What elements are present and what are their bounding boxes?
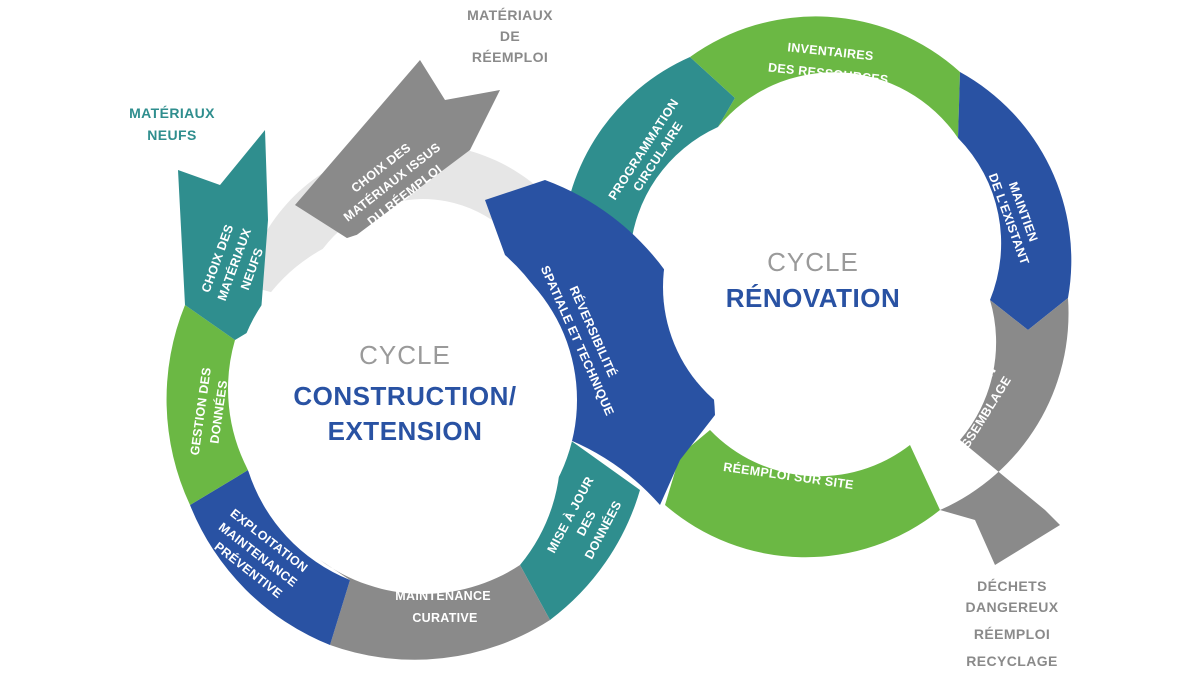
segment-programmation-circulaire <box>562 57 735 254</box>
left-cycle-title: CYCLE CONSTRUCTION/ EXTENSION <box>293 340 516 446</box>
materiaux-reemploi-line2: DE <box>500 28 520 44</box>
right-cycle <box>562 16 1072 565</box>
output-dangereux: DANGEREUX <box>965 599 1058 615</box>
segment-maintien-existant <box>958 72 1072 330</box>
label-outputs: DÉCHETS DANGEREUX RÉEMPLOI RECYCLAGE <box>965 578 1058 669</box>
materiaux-reemploi-line3: RÉEMPLOI <box>472 49 548 65</box>
output-reemploi: RÉEMPLOI <box>974 626 1050 642</box>
left-cycle-title-line1: CONSTRUCTION/ <box>293 381 516 411</box>
right-cycle-center <box>663 137 963 437</box>
segment-reemploi-sur-site <box>665 430 940 558</box>
segment-choix-materiaux-neufs <box>178 130 268 340</box>
output-recyclage: RECYCLAGE <box>966 653 1058 669</box>
segment-gestion-donnees <box>166 305 248 505</box>
right-cycle-title-text: RÉNOVATION <box>726 283 900 313</box>
segment-reversibilite <box>485 180 715 505</box>
label-materiaux-reemploi: MATÉRIAUX DE RÉEMPLOI <box>467 7 553 65</box>
label-materiaux-neufs: MATÉRIAUX NEUFS <box>129 105 215 143</box>
segment-mise-a-jour-donnees <box>520 440 640 620</box>
right-cycle-title: CYCLE RÉNOVATION <box>726 247 900 313</box>
segment-inventaires <box>690 16 960 138</box>
segment-exploitation-preventive <box>190 470 350 645</box>
left-cycle-title-line2: EXTENSION <box>328 416 483 446</box>
materiaux-reemploi-line1: MATÉRIAUX <box>467 7 553 23</box>
left-cycle-center <box>233 228 577 572</box>
left-cycle <box>166 60 715 660</box>
output-dechets: DÉCHETS <box>977 578 1047 594</box>
right-cycle-kicker: CYCLE <box>767 247 859 277</box>
materiaux-neufs-line2: NEUFS <box>147 127 196 143</box>
materiaux-neufs-line1: MATÉRIAUX <box>129 105 215 121</box>
segment-deconstruction <box>940 298 1069 565</box>
left-cycle-kicker: CYCLE <box>359 340 451 370</box>
segment-choix-materiaux-reemploi <box>295 60 500 240</box>
segment-exploitation-curative <box>320 560 550 660</box>
